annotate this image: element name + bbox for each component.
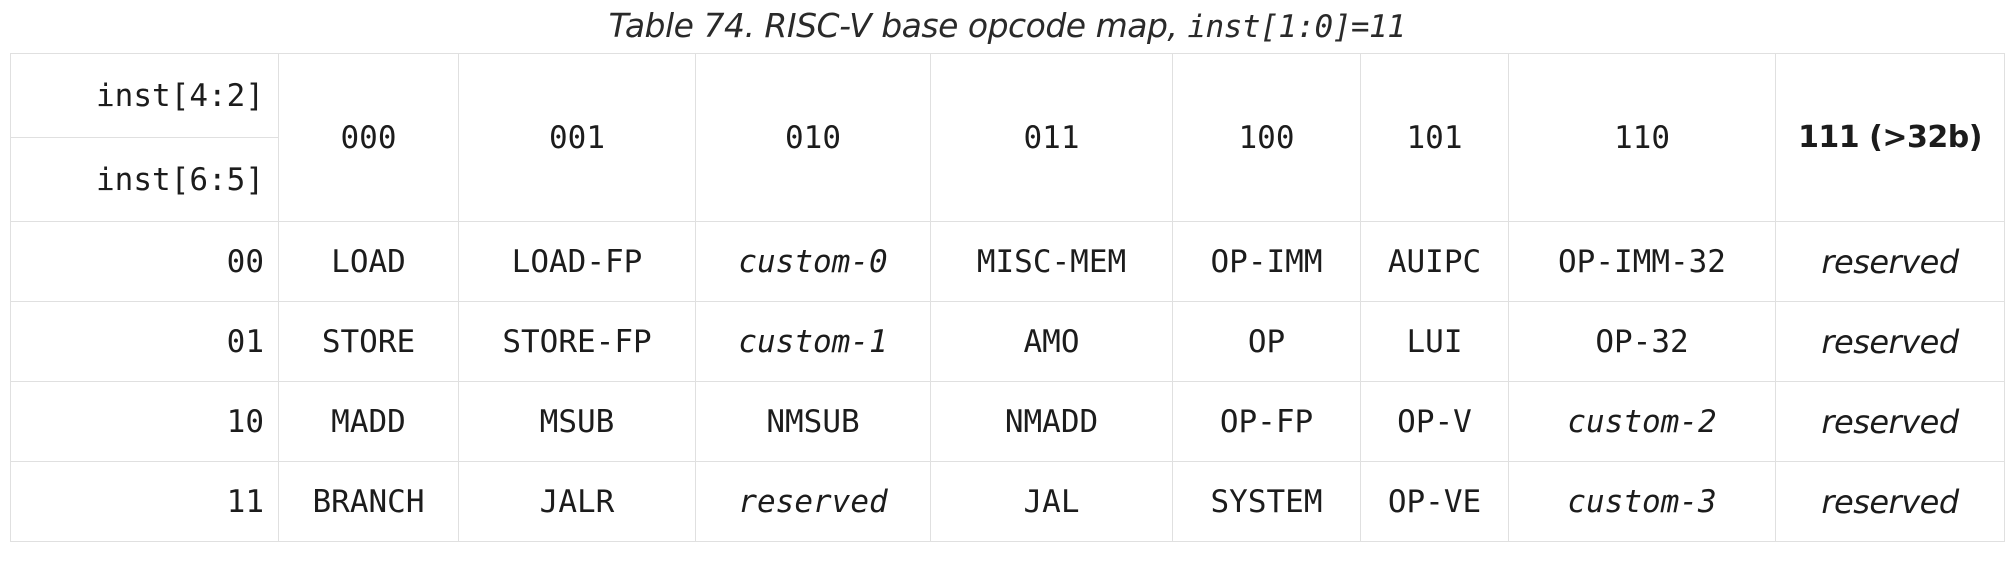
cell-01-001: STORE-FP	[458, 301, 696, 382]
row-label-11: 11	[10, 461, 279, 542]
cell-01-110: OP-32	[1508, 301, 1776, 382]
table-caption: Table 74. RISC-V base opcode map, inst[1…	[0, 0, 2014, 53]
table-row-10: 10 MADD MSUB NMSUB NMADD OP-FP OP-V cust…	[10, 381, 2005, 462]
cell-10-110: custom-2	[1508, 381, 1776, 462]
cell-01-111: reserved	[1775, 301, 2005, 382]
col-header-111-gt32b: 111 (>32b)	[1775, 53, 2005, 222]
cell-10-101: OP-V	[1360, 381, 1509, 462]
cell-01-000: STORE	[278, 301, 459, 382]
cell-10-100: OP-FP	[1172, 381, 1361, 462]
cell-01-010: custom-1	[695, 301, 931, 382]
cell-00-110: OP-IMM-32	[1508, 221, 1776, 302]
cell-01-100: OP	[1172, 301, 1361, 382]
opcode-map-table: inst[4:2] 000 001 010 011 100 101 110 11…	[10, 53, 2005, 542]
cell-00-010: custom-0	[695, 221, 931, 302]
cell-01-011: AMO	[930, 301, 1173, 382]
table-row-00: 00 LOAD LOAD-FP custom-0 MISC-MEM OP-IMM…	[10, 221, 2005, 302]
cell-11-000: BRANCH	[278, 461, 459, 542]
caption-text: Table 74. RISC-V base opcode map,	[608, 6, 1188, 45]
cell-10-011: NMADD	[930, 381, 1173, 462]
cell-00-100: OP-IMM	[1172, 221, 1361, 302]
cell-11-011: JAL	[930, 461, 1173, 542]
cell-00-101: AUIPC	[1360, 221, 1509, 302]
col-header-000: 000	[278, 53, 459, 222]
col-header-010: 010	[695, 53, 931, 222]
cell-10-001: MSUB	[458, 381, 696, 462]
corner-cell-inst42: inst[4:2]	[10, 53, 279, 138]
cell-11-010: reserved	[695, 461, 931, 542]
cell-11-100: SYSTEM	[1172, 461, 1361, 542]
cell-10-000: MADD	[278, 381, 459, 462]
cell-01-101: LUI	[1360, 301, 1509, 382]
table-row-01: 01 STORE STORE-FP custom-1 AMO OP LUI OP…	[10, 301, 2005, 382]
caption-code: inst[1:0]=11	[1187, 9, 1406, 45]
header-row-top: inst[4:2] 000 001 010 011 100 101 110 11…	[10, 53, 2005, 222]
cell-00-000: LOAD	[278, 221, 459, 302]
row-label-01: 01	[10, 301, 279, 382]
cell-00-011: MISC-MEM	[930, 221, 1173, 302]
table-row-11: 11 BRANCH JALR reserved JAL SYSTEM OP-VE…	[10, 461, 2005, 542]
col-header-101: 101	[1360, 53, 1509, 222]
col-header-001: 001	[458, 53, 696, 222]
cell-11-111: reserved	[1775, 461, 2005, 542]
row-label-00: 00	[10, 221, 279, 302]
cell-00-001: LOAD-FP	[458, 221, 696, 302]
col-header-011: 011	[930, 53, 1173, 222]
cell-00-111: reserved	[1775, 221, 2005, 302]
corner-cell-inst65: inst[6:5]	[10, 137, 279, 222]
cell-11-001: JALR	[458, 461, 696, 542]
cell-10-111: reserved	[1775, 381, 2005, 462]
cell-11-101: OP-VE	[1360, 461, 1509, 542]
col-header-100: 100	[1172, 53, 1361, 222]
cell-11-110: custom-3	[1508, 461, 1776, 542]
header-row-bottom: inst[6:5]	[10, 137, 2005, 222]
cell-10-010: NMSUB	[695, 381, 931, 462]
col-header-110: 110	[1508, 53, 1776, 222]
row-label-10: 10	[10, 381, 279, 462]
